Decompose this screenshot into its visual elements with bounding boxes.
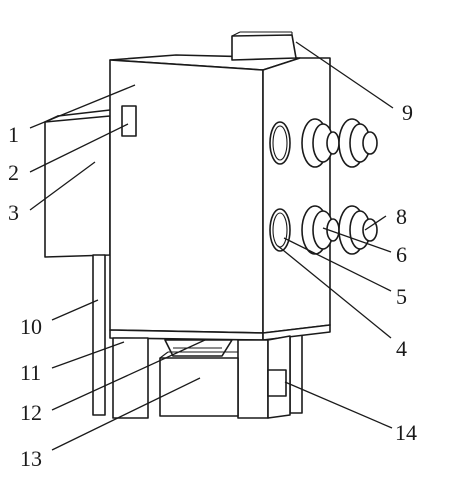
label-2: 2 [8,160,19,185]
label-12: 12 [20,400,42,425]
control-switch [121,105,137,137]
part-labels: 1 2 3 9 8 6 5 4 10 11 12 13 14 [8,100,417,471]
label-14: 14 [395,420,417,445]
collection-drawer [159,351,239,417]
label-6: 6 [396,242,407,267]
body-side-face [262,57,331,334]
label-1: 1 [8,122,19,147]
side-box [44,109,111,258]
label-8: 8 [396,204,407,229]
label-10: 10 [20,314,42,339]
top-outlet [231,31,297,61]
label-9: 9 [402,100,413,125]
label-3: 3 [8,200,19,225]
label-4: 4 [396,336,407,361]
label-5: 5 [396,284,407,309]
leader-lines [29,41,394,451]
motor-block [267,369,287,397]
label-13: 13 [20,446,42,471]
label-11: 11 [20,360,41,385]
upper-fitting-row [269,118,378,168]
body-front-face [109,59,264,334]
lower-fitting-row [269,205,378,255]
